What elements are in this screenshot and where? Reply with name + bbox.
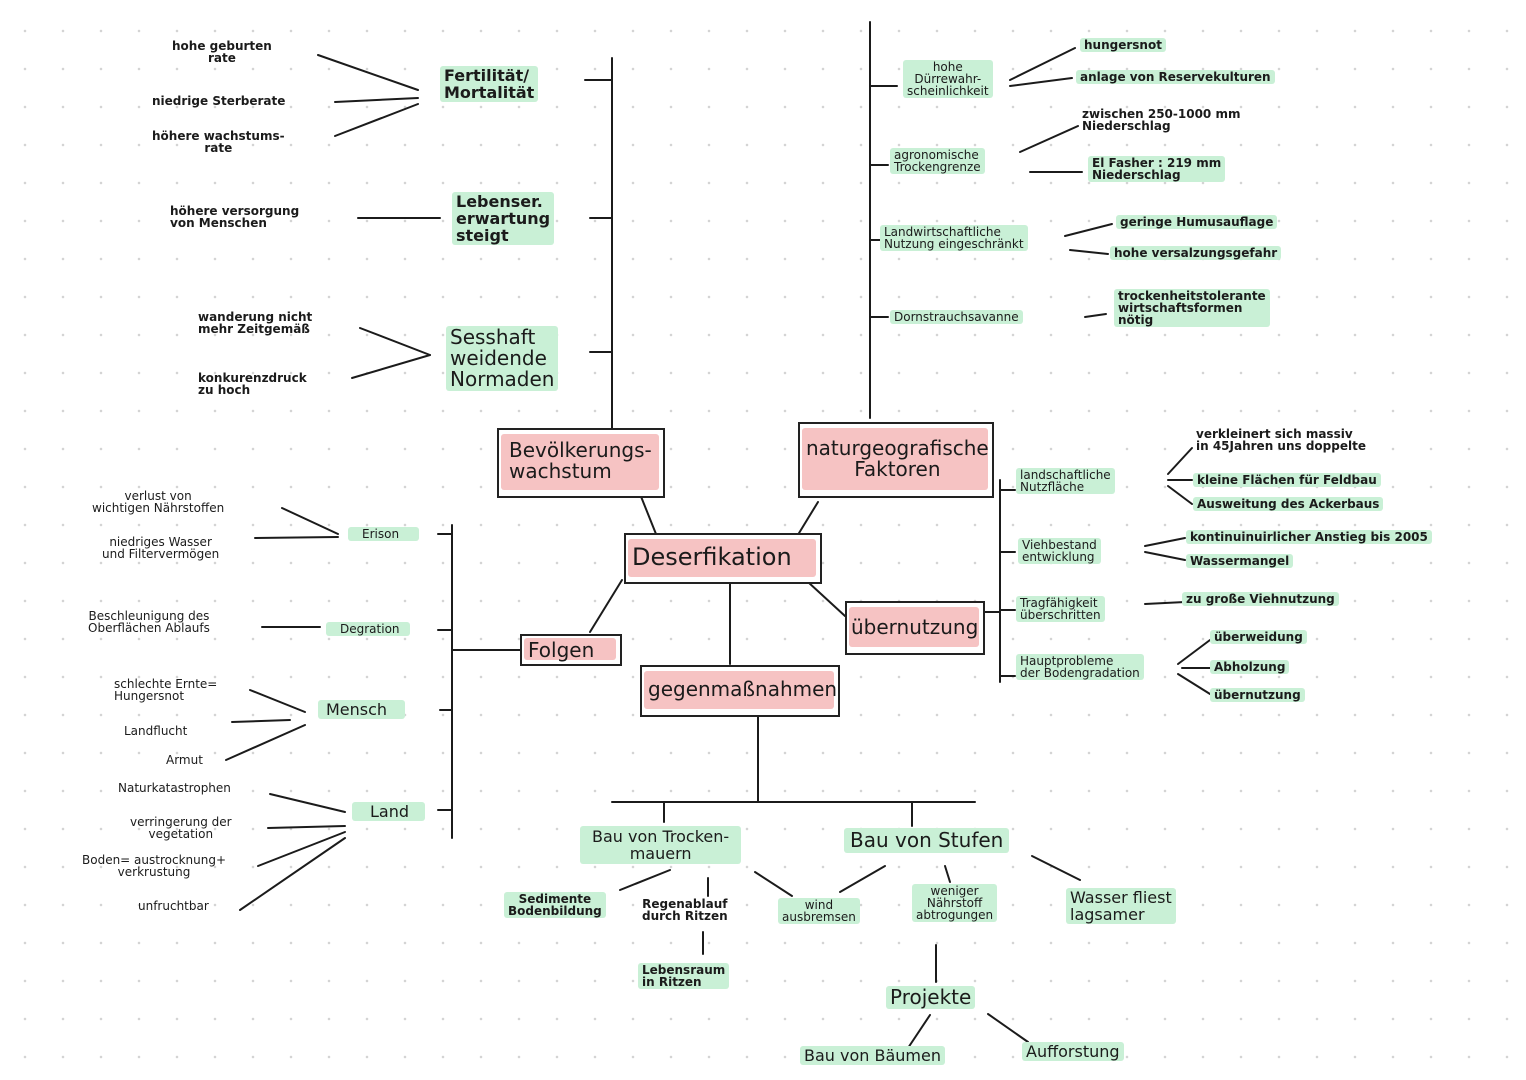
trocken-node[interactable]: Bau von Trocken- mauern — [580, 826, 742, 864]
trocken-item-1: Sedimente Bodenbildung — [504, 892, 606, 918]
land-item-3: Boden= austrocknung+ verkrustung — [82, 853, 227, 879]
stufen-node[interactable]: Bau von Stufen — [844, 828, 1010, 853]
center-highlight — [628, 539, 816, 577]
gegen-node-box[interactable]: gegenmaßnahmen — [640, 665, 840, 717]
agronomisch-item-1: zwischen 250-1000 mm Niederschlag — [1082, 107, 1241, 133]
erison-node[interactable]: Erison — [348, 527, 420, 541]
vieh-item-2: Wassermangel — [1186, 554, 1294, 568]
natur-title: naturgeografische Faktoren — [806, 436, 989, 481]
natur-highlight — [802, 428, 988, 490]
land-node[interactable]: Land — [352, 802, 426, 821]
landwirtschaft-item-1: geringe Humusauflage — [1116, 215, 1278, 229]
erison-item-2: niedriges Wasser und Filtervermögen — [102, 535, 220, 561]
dornstrauch-item-1: trockenheitstolerante wirtschaftsformen … — [1114, 289, 1270, 327]
landschaft-item-2: kleine Flächen für Feldbau — [1193, 473, 1381, 487]
trocken-item-3: Lebensraum in Ritzen — [638, 963, 730, 989]
degration-node[interactable]: Degration — [326, 622, 410, 636]
lebens-item-1: höhere versorgung von Menschen — [170, 204, 300, 230]
uebernutzung-node-box[interactable]: übernutzung — [845, 601, 985, 655]
land-item-2: verringerung der vegetation — [130, 815, 232, 841]
uebernutzung-highlight — [849, 607, 979, 647]
landschaft-item-3: Ausweitung des Ackerbaus — [1193, 497, 1384, 511]
folgen-highlight — [524, 638, 616, 660]
landwirtschaft-item-2: hohe versalzungsgefahr — [1110, 246, 1282, 260]
landwirtschaft-node[interactable]: Landwirtschaftliche Nutzung eingeschränk… — [880, 225, 1028, 251]
haupt-node[interactable]: Hauptprobleme der Bodengradation — [1016, 654, 1144, 680]
duerre-item-1: hungersnot — [1080, 38, 1166, 52]
gegen-highlight — [644, 671, 834, 709]
dornstrauch-node[interactable]: Dornstrauchsavanne — [890, 310, 1023, 324]
folgen-title: Folgen — [528, 638, 595, 662]
erison-item-1: verlust von wichtigen Nährstoffen — [92, 489, 225, 515]
fert-item-2: niedrige Sterberate — [152, 94, 286, 108]
land-item-1: Naturkatastrophen — [118, 781, 231, 795]
mensch-item-1: schlechte Ernte= Hungersnot — [114, 677, 218, 703]
bevoelkerung-node-box[interactable]: Bevölkerungs- wachstum — [497, 428, 665, 498]
bevoelkerung-title: Bevölkerungs- wachstum — [509, 438, 652, 483]
uebernutzung-title: übernutzung — [851, 615, 979, 639]
duerre-node[interactable]: hohe Dürrewahr- scheinlichkeit — [903, 60, 993, 98]
projekte-node[interactable]: Projekte — [886, 986, 976, 1009]
haupt-item-3: übernutzung — [1210, 688, 1305, 702]
degration-item-1: Beschleunigung des Oberflächen Ablaufs — [88, 609, 210, 635]
landschaft-item-1: verkleinert sich massiv in 45Jahren uns … — [1196, 427, 1366, 453]
center-title: Deserfikation — [632, 543, 792, 571]
projekte-item-2: Aufforstung — [1022, 1042, 1124, 1061]
land-item-4: unfruchtbar — [138, 899, 209, 913]
trag-node[interactable]: Tragfähigkeit überschritten — [1016, 596, 1105, 622]
mensch-item-3: Armut — [166, 753, 203, 767]
sesshaft-item-1: wanderung nicht mehr Zeitgemäß — [198, 310, 313, 336]
fertilitaet-node[interactable]: Fertilität/ Mortalität — [440, 66, 539, 102]
sesshaft-item-2: konkurenzdruck zu hoch — [198, 371, 307, 397]
vieh-node[interactable]: Viehbestand entwicklung — [1018, 538, 1101, 564]
mensch-node[interactable]: Mensch — [318, 700, 406, 719]
agronomisch-item-2: El Fasher : 219 mm Niederschlag — [1088, 156, 1226, 182]
trocken-item-2: Regenablauf durch Ritzen — [642, 897, 728, 923]
stufen-item-2: Wasser fliest lagsamer — [1066, 888, 1176, 924]
lebenserwartung-node[interactable]: Lebenser. erwartung steigt — [452, 192, 555, 245]
haupt-item-2: Abholzung — [1210, 660, 1290, 674]
trocken-item-4: wind ausbremsen — [778, 898, 860, 924]
stufen-item-1: weniger Nährstoff abtrogungen — [912, 884, 998, 922]
agronomisch-node[interactable]: agronomische Trockengrenze — [890, 148, 985, 174]
projekte-item-1: Bau von Bäumen — [800, 1046, 945, 1065]
vieh-item-1: kontinuinuirlicher Anstieg bis 2005 — [1186, 530, 1432, 544]
duerre-item-2: anlage von Reservekulturen — [1076, 70, 1275, 84]
natur-node-box[interactable]: naturgeografische Faktoren — [798, 422, 994, 498]
sesshaft-node[interactable]: Sesshaft weidende Normaden — [446, 326, 559, 391]
haupt-item-1: überweidung — [1210, 630, 1307, 644]
gegen-title: gegenmaßnahmen — [648, 677, 838, 701]
trag-item-1: zu große Viehnutzung — [1182, 592, 1339, 606]
folgen-node-box[interactable]: Folgen — [520, 634, 622, 666]
bevoelkerung-highlight — [501, 434, 659, 490]
mensch-item-2: Landflucht — [124, 724, 188, 738]
fert-item-1: hohe geburten rate — [172, 39, 272, 65]
center-node-box[interactable]: Deserfikation — [624, 533, 822, 584]
fert-item-3: höhere wachstums- rate — [152, 129, 285, 155]
landschaft-node[interactable]: landschaftliche Nutzfläche — [1016, 468, 1115, 494]
